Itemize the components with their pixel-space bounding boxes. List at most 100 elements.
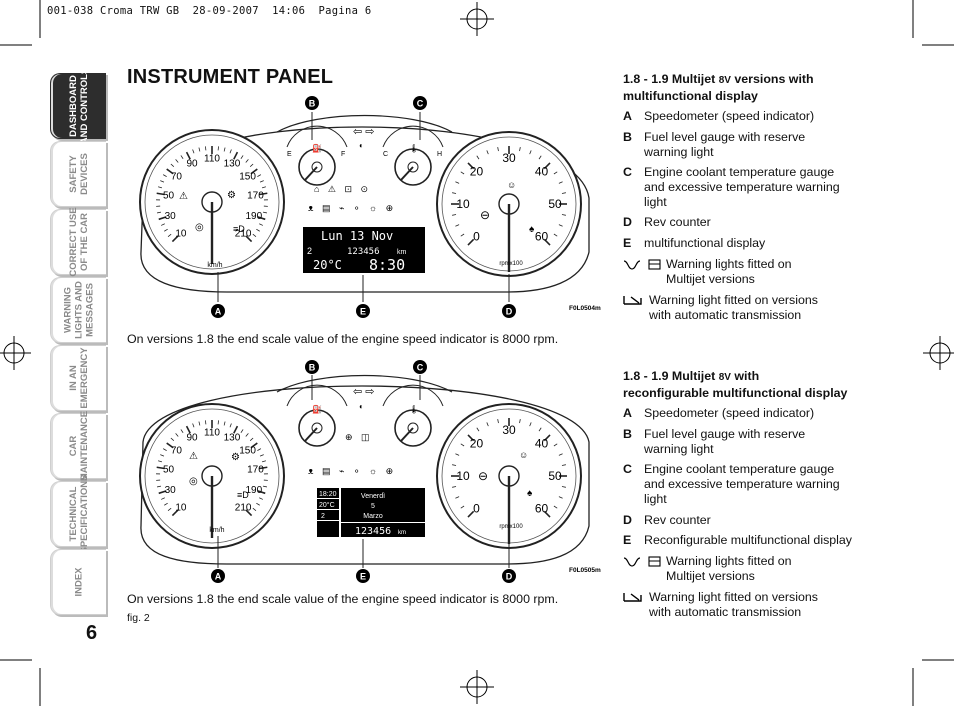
dial-tick [160, 497, 165, 500]
dial-numeral: 30 [165, 485, 177, 496]
tab-in-an-emergency[interactable]: IN AN EMERGENCY [50, 345, 106, 411]
dial-tick [185, 425, 191, 434]
seat-icon: ♠ [527, 488, 533, 499]
airbag-icon: ☺ [519, 450, 528, 460]
warning-lights-row-2: ᴥ ▤ ⌁ ⚬ ☼ ⊕ [308, 466, 396, 476]
speed-unit: km/h [207, 262, 222, 269]
temperature-gauge: C H 🌡 [382, 125, 444, 186]
tab-label: SAFETY DEVICES [67, 153, 90, 195]
dial-numeral: 170 [247, 465, 264, 476]
dial-tick [164, 502, 168, 506]
dial-numeral: 50 [163, 191, 175, 202]
dial-tick [452, 192, 457, 194]
dial-tick [543, 238, 551, 246]
tab-label: WARNING LIGHTS AND MESSAGES [62, 281, 95, 339]
tab-label: CORRECT USE OF THE CAR [67, 207, 90, 277]
tab-warning-lights[interactable]: WARNING LIGHTS AND MESSAGES [50, 277, 106, 343]
tab-index[interactable]: INDEX [50, 549, 106, 615]
dial-tick [558, 181, 563, 184]
dial-numeral: 150 [239, 172, 256, 183]
dial-tick [170, 437, 175, 441]
dial-tick [250, 168, 258, 175]
tab-dashboard-and-controls[interactable]: DASHBOARD AND CONTROLS [50, 68, 106, 144]
dial-tick [257, 216, 266, 221]
dial-tick [467, 510, 475, 518]
display-odo: 123456 [347, 247, 380, 257]
door-icon: ⊖ [480, 208, 490, 222]
dial-numeral: 90 [186, 158, 198, 169]
glow-plug-icon [623, 556, 661, 567]
dial-tick [558, 453, 563, 456]
dial-tick [156, 211, 162, 214]
fuel-pump-icon: ⛽ [312, 143, 322, 153]
dial-tick [256, 228, 260, 232]
dial-tick [529, 422, 532, 427]
dial-tick [467, 434, 475, 442]
tab-correct-use[interactable]: CORRECT USE OF THE CAR [50, 207, 106, 277]
svg-text:B: B [309, 363, 316, 373]
callout-B: B [305, 96, 319, 110]
dial-tick [452, 486, 457, 488]
dial-tick [180, 429, 184, 433]
dial-tick [259, 223, 264, 226]
display-gear: 2 [321, 513, 325, 520]
panel1-caption: On versions 1.8 the end scale value of t… [127, 332, 559, 346]
warning-lights-row-2: ᴥ ▤ ⌁ ⚬ ☼ ⊕ [308, 203, 396, 213]
fuel-gauge: E F ⛽ [286, 125, 348, 186]
dial-tick [486, 150, 489, 155]
tab-label: INDEX [73, 567, 84, 597]
dial-tick [245, 159, 249, 163]
dial-numeral: 10 [456, 197, 470, 211]
coolant-icon: 🌡 [409, 405, 419, 414]
dial-numeral: 70 [171, 446, 183, 457]
dial-tick [158, 490, 167, 495]
tab-car-maintenance[interactable]: CAR MAINTENANCE [50, 411, 106, 481]
dial-tick [192, 423, 195, 428]
callout-C: C [413, 96, 427, 110]
engine-icon: ⚙ [231, 452, 240, 463]
dial-tick [229, 423, 232, 428]
dial-numeral: 50 [548, 469, 562, 483]
gearbox-warning-icon [623, 296, 642, 305]
dial-tick [240, 429, 244, 433]
figure-code: F0L0505m [569, 567, 601, 574]
dial-tick [229, 149, 232, 154]
dial-numeral: 50 [163, 465, 175, 476]
reconfigurable-display: 18:20 20°C 2 Venerdì 5 Marzo 123456 km [317, 488, 425, 537]
svg-text:A: A [215, 572, 222, 582]
tab-label: TECHNICAL SPECIFICATIONS [67, 474, 90, 554]
dial-numeral: 150 [239, 446, 256, 457]
dial-tick [538, 155, 542, 160]
abs-icon: ◎ [189, 476, 198, 487]
svg-text:E: E [360, 307, 366, 317]
dial-numeral: 60 [535, 502, 549, 516]
dial-tick [167, 233, 172, 237]
page-number: 6 [86, 622, 98, 644]
engine-icon: ⚙ [227, 190, 236, 201]
dial-numeral: 130 [224, 158, 241, 169]
dial-tick [171, 235, 179, 243]
callout-A: A [211, 569, 225, 583]
dial-numeral: 110 [204, 428, 220, 439]
dial-tick [486, 422, 489, 427]
dial-tick [460, 233, 465, 237]
temp-hot-label: H [437, 151, 442, 158]
display-odo-unit: km [397, 249, 407, 256]
dial-tick [561, 486, 566, 488]
tab-technical-specifications[interactable]: TECHNICAL SPECIFICATIONS [50, 475, 106, 554]
dial-tick [543, 434, 551, 442]
dial-tick [157, 186, 163, 189]
dial-tick [245, 509, 253, 517]
lights-icon: ≡D [233, 224, 245, 234]
display-month: Marzo [363, 513, 383, 520]
dial-tick [160, 180, 165, 183]
dial-tick [160, 454, 165, 457]
dial-tick [460, 505, 465, 509]
tab-safety-devices[interactable]: SAFETY DEVICES [50, 141, 106, 207]
turn-signal-icon: ⇦ ⇨ [353, 386, 375, 398]
display-odo: 123456 [355, 526, 391, 537]
dial-numeral: 0 [473, 502, 480, 516]
dial-tick [185, 151, 191, 160]
